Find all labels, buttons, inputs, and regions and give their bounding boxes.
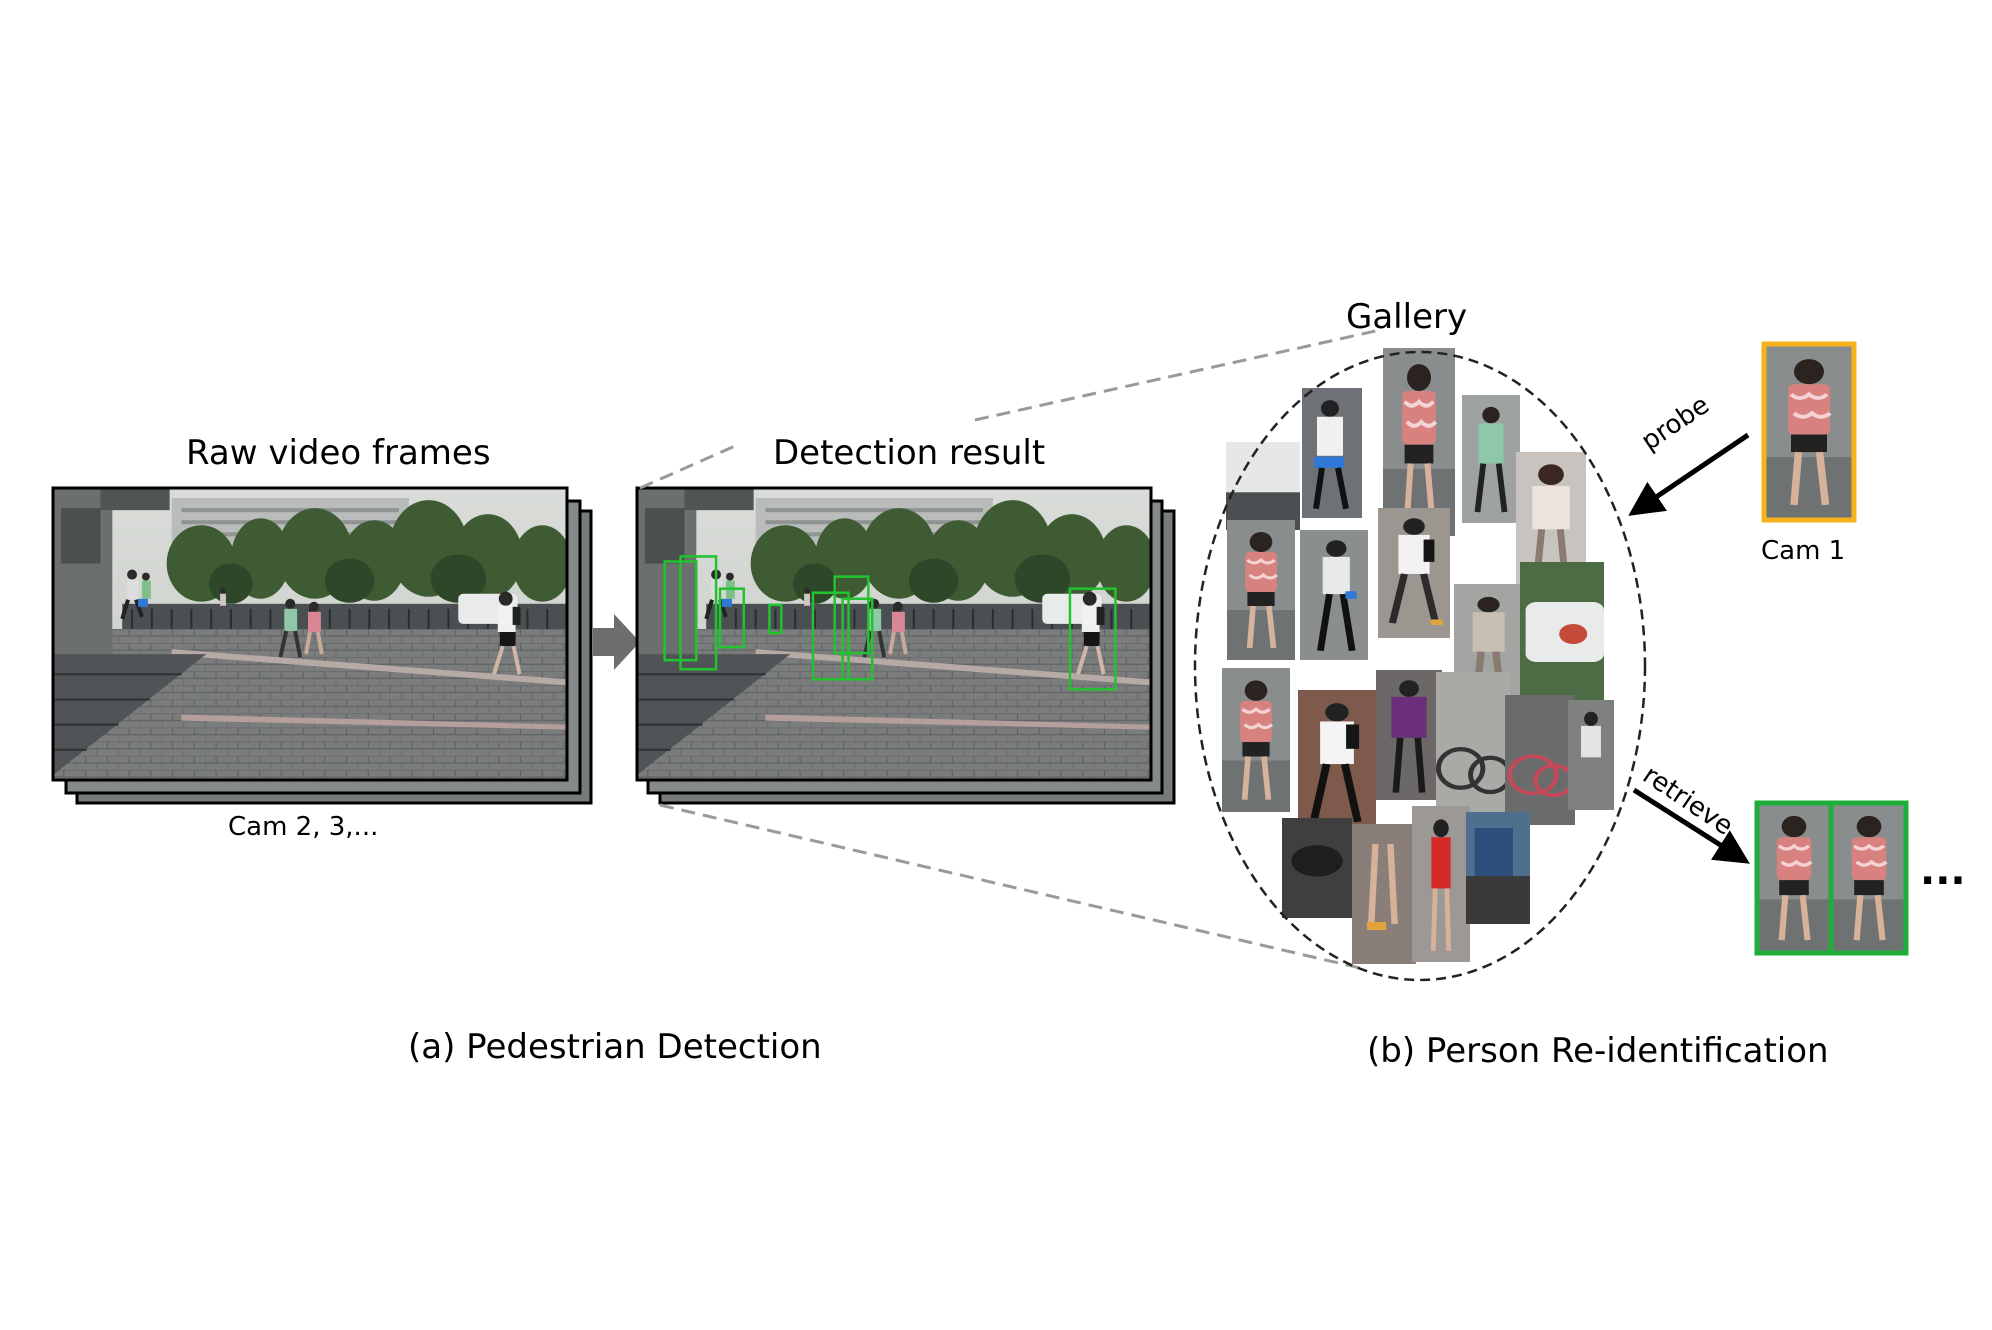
detection-result-title: Detection result xyxy=(773,433,1046,473)
zoom-lines xyxy=(639,328,1381,970)
gallery-crop xyxy=(1352,824,1416,964)
pipeline-arrow xyxy=(593,614,640,670)
raw-frames-camera-label: Cam 2, 3,... xyxy=(228,812,379,842)
gallery-crop xyxy=(1568,700,1614,810)
gallery-crop xyxy=(1376,670,1442,800)
raw-frame-image xyxy=(53,488,572,780)
gallery-crop xyxy=(1282,818,1352,918)
gallery-crop xyxy=(1436,672,1510,822)
detection-box xyxy=(833,575,870,655)
gallery-crop xyxy=(1412,806,1470,962)
probe-image xyxy=(1761,341,1857,523)
detection-box xyxy=(679,555,718,671)
retrieved-crop xyxy=(1757,803,1831,953)
retrieved-border xyxy=(1828,800,1909,956)
gallery-crop xyxy=(1462,395,1520,523)
detection-box xyxy=(811,591,850,681)
probe-arrow xyxy=(1628,432,1750,516)
raw-frames-stack xyxy=(51,486,593,805)
caption-a: (a) Pedestrian Detection xyxy=(408,1027,822,1067)
retrieved-crop xyxy=(1832,803,1906,953)
detection-frame-image xyxy=(637,488,1156,780)
probe-border xyxy=(1761,341,1857,523)
gallery-crop xyxy=(1505,695,1575,825)
caption-b: (b) Person Re-identification xyxy=(1367,1031,1829,1071)
gallery-crop xyxy=(1226,442,1300,530)
detection-box xyxy=(768,603,783,635)
detection-box xyxy=(841,597,874,681)
gallery-crop xyxy=(1222,668,1290,812)
probe-camera-label: Cam 1 xyxy=(1761,536,1846,566)
detection-box xyxy=(1068,587,1117,691)
raw-frames-title: Raw video frames xyxy=(186,433,491,473)
gallery-crop xyxy=(1300,530,1368,660)
gallery-crops xyxy=(1222,348,1614,964)
more-results-ellipsis: ... xyxy=(1920,848,1966,894)
gallery-ellipse xyxy=(1193,350,1647,982)
detection-boxes xyxy=(663,555,1117,691)
retrieve-arrow xyxy=(1632,787,1750,864)
gallery-title: Gallery xyxy=(1346,297,1468,337)
gallery-crop xyxy=(1520,562,1604,702)
gallery-crop xyxy=(1378,508,1450,638)
gallery-crop xyxy=(1298,690,1376,832)
gallery-crop xyxy=(1466,812,1530,924)
retrieved-results xyxy=(1754,800,1909,956)
gallery-crop xyxy=(1302,388,1362,518)
gallery-crop xyxy=(1227,520,1295,660)
detection-frames-stack xyxy=(635,486,1176,805)
gallery-crop xyxy=(1383,348,1455,536)
detection-box xyxy=(718,587,745,649)
gallery xyxy=(1193,348,1647,982)
